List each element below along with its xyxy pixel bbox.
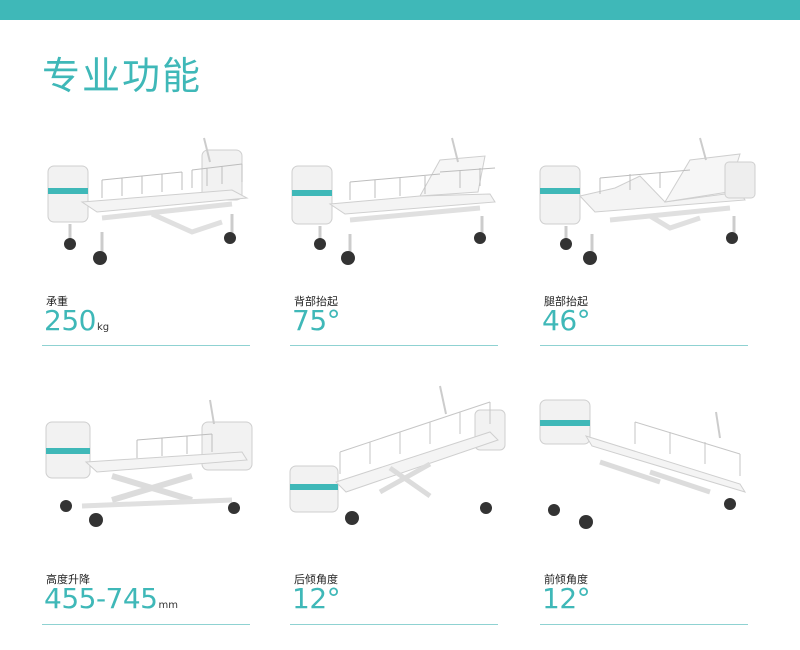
feature-value-row: 12°: [292, 582, 341, 615]
top-color-band: [0, 0, 800, 20]
feature-value: 250: [44, 304, 96, 337]
feature-value-row: 250kg: [44, 304, 109, 337]
page-title: 专业功能: [42, 54, 203, 98]
bed-forward-tilt-icon: [539, 392, 760, 532]
feature-label: 高度升降: [46, 573, 90, 586]
divider-line: [290, 345, 498, 346]
feature-value: 455-745: [44, 582, 158, 615]
feature-value: 46°: [542, 304, 591, 337]
divider-line: [42, 345, 250, 346]
feature-label: 后倾角度: [294, 573, 338, 586]
bed-flat-icon: [42, 132, 262, 272]
feature-value: 12°: [292, 582, 341, 615]
feature-label: 腿部抬起: [544, 295, 588, 308]
feature-value: 12°: [542, 582, 591, 615]
feature-unit: mm: [158, 600, 178, 611]
feature-label: 背部抬起: [294, 295, 338, 308]
bed-back-raised-icon: [290, 132, 510, 272]
bed-reverse-tilt-icon: [289, 384, 510, 525]
divider-line: [540, 345, 748, 346]
feature-value-row: 75°: [292, 304, 341, 337]
feature-label: 前倾角度: [544, 573, 588, 586]
feature-label: 承重: [46, 295, 68, 308]
divider-line: [42, 624, 250, 625]
feature-value: 75°: [292, 304, 341, 337]
bed-legs-raised-icon: [539, 132, 760, 272]
feature-value-row: 46°: [542, 304, 591, 337]
feature-value-row: 455-745mm: [44, 582, 178, 615]
divider-line: [540, 624, 748, 625]
bed-height-lift-icon: [42, 396, 262, 536]
divider-line: [290, 624, 498, 625]
feature-value-row: 12°: [542, 582, 591, 615]
feature-unit: kg: [96, 322, 110, 333]
